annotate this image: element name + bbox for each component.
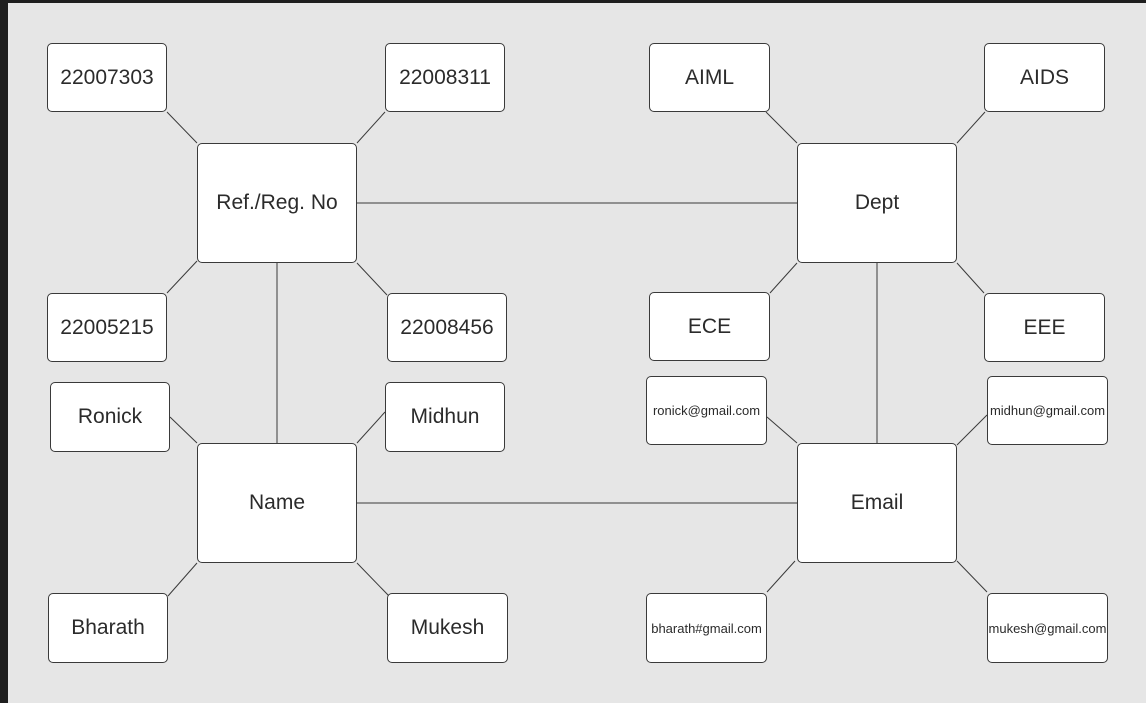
edge-dept-d3	[769, 262, 798, 294]
node-reg-22007303[interactable]: 22007303	[47, 43, 167, 112]
node-dept-aiml[interactable]: AIML	[649, 43, 770, 112]
edge-name-n2	[356, 411, 386, 444]
node-name-mukesh[interactable]: Mukesh	[387, 593, 508, 663]
node-name-bharath[interactable]: Bharath	[48, 593, 168, 663]
edge-ref-r1	[166, 111, 198, 144]
edge-name-n3	[167, 562, 198, 597]
node-reg-22008456[interactable]: 22008456	[387, 293, 507, 362]
edge-email-e3	[766, 560, 796, 593]
edge-ref-r3	[166, 260, 198, 294]
edge-ref-r2	[356, 111, 386, 144]
edge-dept-d1	[765, 111, 798, 144]
node-dept-eee[interactable]: EEE	[984, 293, 1105, 362]
node-ref-reg-no[interactable]: Ref./Reg. No	[197, 143, 357, 263]
edge-email-e4	[956, 560, 988, 593]
node-email-mukesh[interactable]: mukesh@gmail.com	[987, 593, 1108, 663]
node-name-ronick[interactable]: Ronick	[50, 382, 170, 452]
edge-dept-d2	[956, 111, 986, 144]
node-email-midhun[interactable]: midhun@gmail.com	[987, 376, 1108, 445]
edge-name-n1	[169, 416, 198, 444]
edge-name-n4	[356, 562, 390, 597]
node-reg-22008311[interactable]: 22008311	[385, 43, 505, 112]
node-dept-ece[interactable]: ECE	[649, 292, 770, 361]
node-dept-aids[interactable]: AIDS	[984, 43, 1105, 112]
node-email-ronick[interactable]: ronick@gmail.com	[646, 376, 767, 445]
connector-layer	[166, 111, 988, 597]
node-name[interactable]: Name	[197, 443, 357, 563]
edge-ref-r4	[356, 262, 388, 296]
edge-dept-d4	[956, 262, 985, 294]
node-reg-22005215[interactable]: 22005215	[47, 293, 167, 362]
node-email-bharath[interactable]: bharath#gmail.com	[646, 593, 767, 663]
edge-email-e1	[766, 416, 798, 444]
node-name-midhun[interactable]: Midhun	[385, 382, 505, 452]
edge-email-e2	[956, 414, 988, 446]
node-email[interactable]: Email	[797, 443, 957, 563]
node-dept[interactable]: Dept	[797, 143, 957, 263]
diagram-canvas: Ref./Reg. No Dept Name Email 22007303 22…	[8, 3, 1146, 703]
